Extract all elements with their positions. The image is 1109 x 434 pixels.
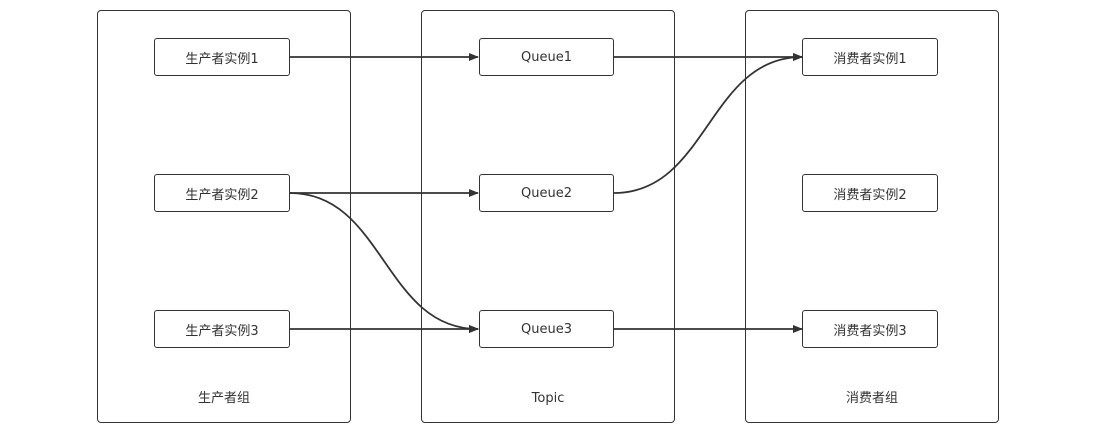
producer-instance-2: 生产者实例2 (154, 174, 290, 212)
consumer-instance-3: 消费者实例3 (802, 310, 938, 348)
queue-2: Queue2 (479, 174, 614, 212)
producer-instance-1: 生产者实例1 (154, 38, 290, 76)
producer-group-label: 生产者组 (197, 391, 250, 406)
queue-3: Queue3 (479, 310, 614, 348)
producer-instance-3: 生产者实例3 (154, 310, 290, 348)
consumer-instance-1: 消费者实例1 (802, 38, 938, 76)
topic-group-label: Topic (531, 391, 565, 406)
queue-1: Queue1 (479, 38, 614, 76)
consumer-instance-2: 消费者实例2 (802, 174, 938, 212)
consumer-group-label: 消费者组 (845, 391, 898, 406)
